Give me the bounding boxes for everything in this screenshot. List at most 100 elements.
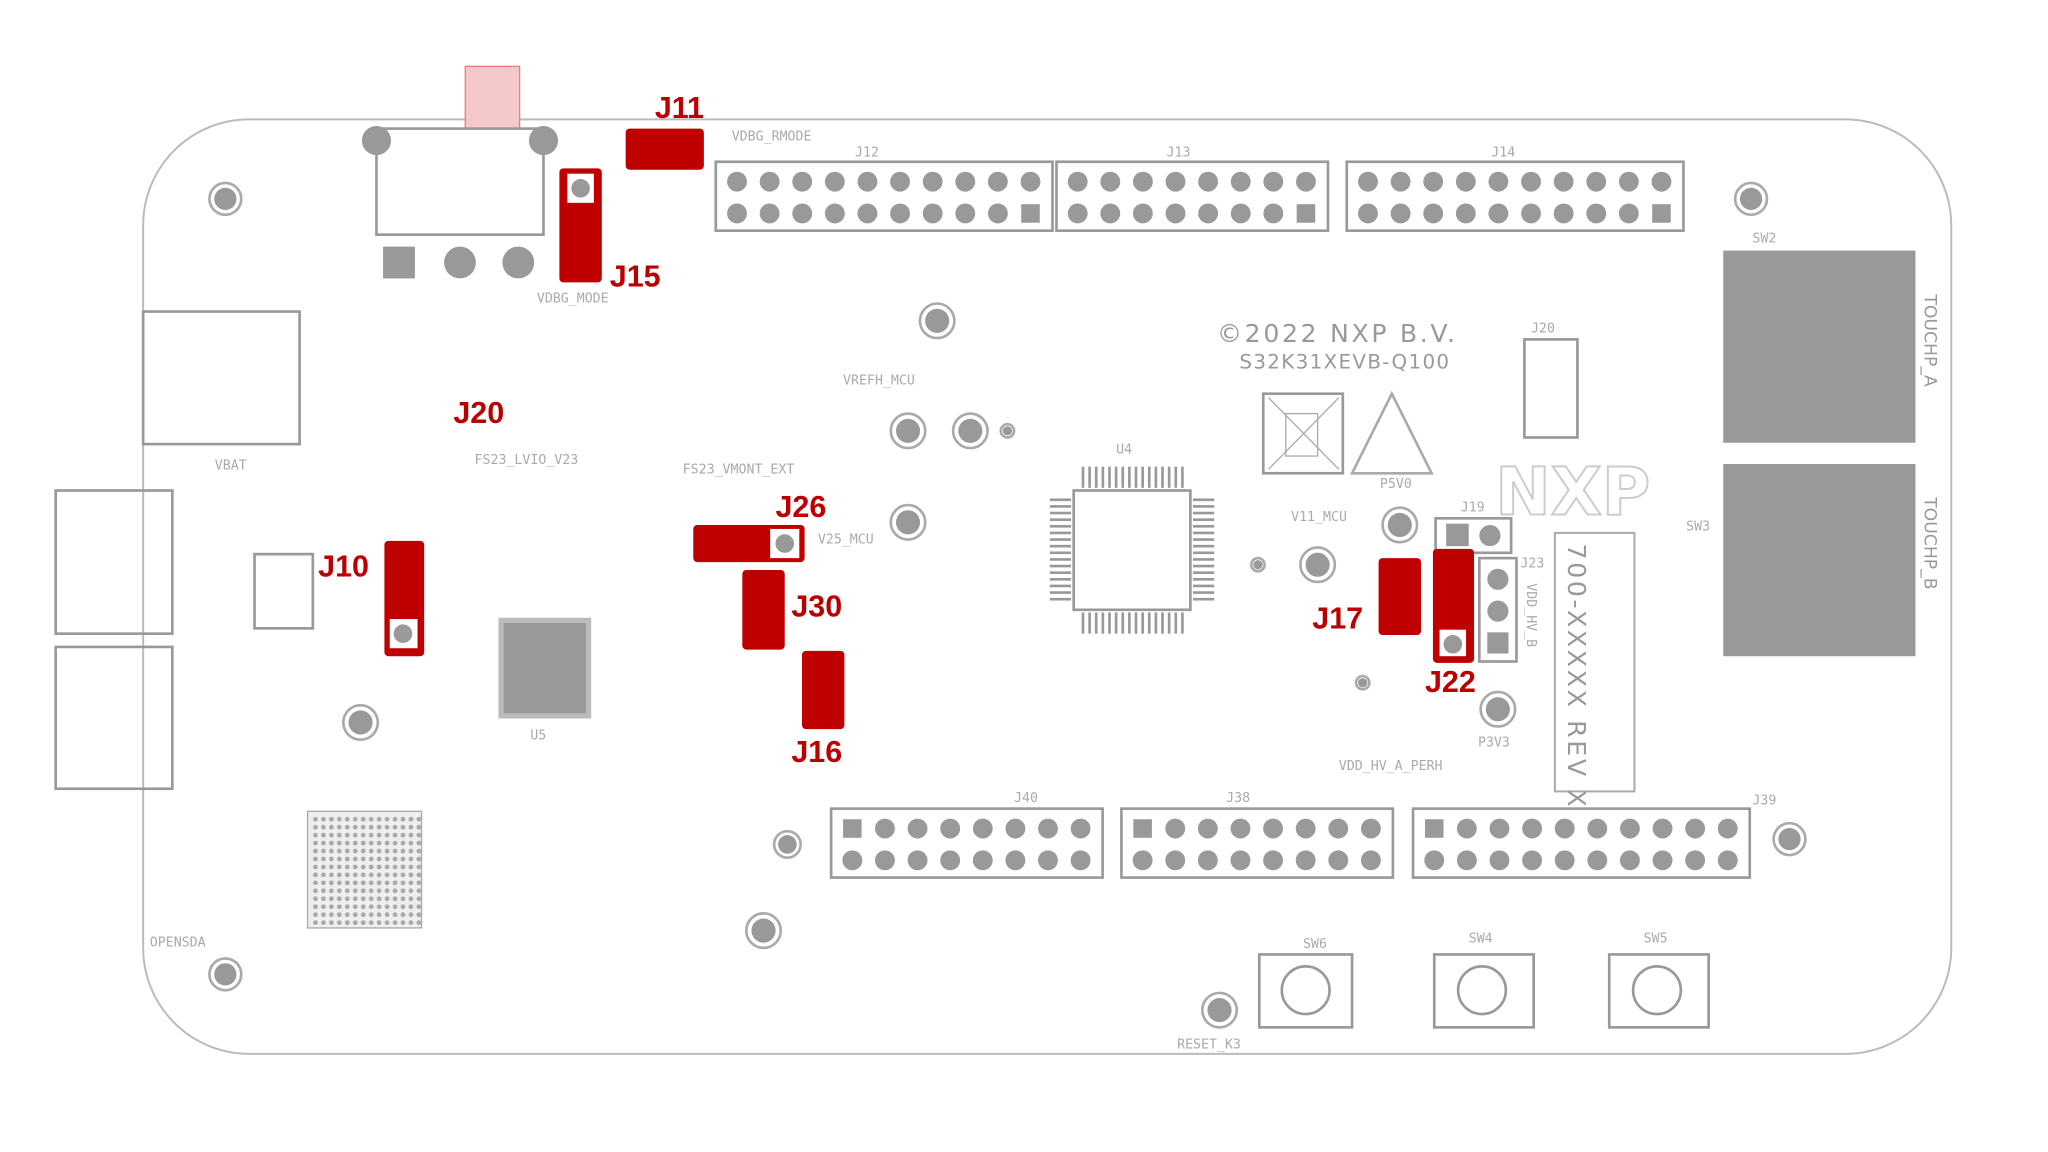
j13-header[interactable] bbox=[1055, 160, 1330, 233]
u4-label: U4 bbox=[1116, 442, 1132, 457]
bga-ball bbox=[313, 824, 318, 830]
jumper-j22[interactable] bbox=[1432, 548, 1475, 663]
header-pin bbox=[1717, 818, 1738, 839]
usb-connector[interactable] bbox=[141, 310, 301, 446]
bga-ball bbox=[408, 888, 414, 894]
jumper-j11[interactable] bbox=[625, 128, 704, 170]
header-pin bbox=[875, 850, 895, 871]
header-pin bbox=[1586, 171, 1607, 192]
header-pin bbox=[1521, 203, 1541, 224]
bga-ball bbox=[392, 832, 398, 838]
header-pin bbox=[1100, 171, 1121, 192]
header-pin bbox=[1652, 850, 1673, 871]
chip-pin bbox=[1049, 544, 1072, 548]
bga-ball bbox=[376, 920, 382, 926]
bga-ball bbox=[321, 864, 326, 870]
bga-ball bbox=[400, 920, 406, 926]
bga-ball bbox=[384, 872, 390, 878]
chip-pin bbox=[1134, 466, 1138, 488]
bga-ball bbox=[313, 912, 318, 918]
bga-ball bbox=[352, 896, 358, 902]
bga-ball bbox=[360, 848, 366, 854]
connector-j9-top[interactable] bbox=[54, 489, 174, 635]
header-pin bbox=[972, 850, 993, 871]
bga-ball bbox=[336, 856, 342, 862]
j40-header[interactable] bbox=[829, 807, 1104, 879]
sw6-label: SW6 bbox=[1303, 937, 1327, 952]
bga-ball bbox=[321, 912, 326, 918]
test-point bbox=[1354, 674, 1371, 691]
touch-pad-b[interactable] bbox=[1723, 463, 1916, 657]
jumper-j26[interactable] bbox=[693, 524, 805, 563]
chip-pin bbox=[1193, 571, 1215, 575]
header-pin bbox=[1197, 850, 1218, 871]
sw6-reset-button[interactable] bbox=[1257, 953, 1354, 1029]
header-pin bbox=[727, 171, 747, 192]
j20-header[interactable] bbox=[1523, 338, 1579, 439]
bga-ball bbox=[360, 872, 366, 878]
bga-ball bbox=[408, 904, 414, 910]
test-point bbox=[918, 302, 956, 340]
bga-ball bbox=[313, 864, 318, 870]
header-pin bbox=[1554, 850, 1575, 871]
bga-ball bbox=[368, 872, 374, 878]
jumper-j15[interactable] bbox=[559, 168, 602, 283]
chip-pin bbox=[1193, 511, 1215, 515]
bga-ball bbox=[352, 872, 358, 878]
bga-ball bbox=[344, 888, 350, 894]
bga-ball bbox=[336, 912, 342, 918]
bga-ball bbox=[352, 888, 358, 894]
bga-ball bbox=[416, 840, 422, 846]
bga-ball bbox=[360, 904, 366, 910]
bga-ball bbox=[344, 848, 350, 854]
header-pin bbox=[1328, 850, 1349, 871]
bga-ball bbox=[336, 848, 342, 854]
bga-ball bbox=[368, 864, 374, 870]
jumper-j16[interactable] bbox=[801, 650, 845, 730]
header-pin bbox=[1619, 850, 1640, 871]
j12-header[interactable] bbox=[714, 160, 1054, 233]
header-pin bbox=[1296, 171, 1316, 192]
bga-ball bbox=[360, 920, 366, 926]
header-pin bbox=[907, 850, 928, 871]
touch-pad-a[interactable] bbox=[1723, 250, 1916, 443]
bga-ball bbox=[392, 880, 398, 886]
j23-header[interactable] bbox=[1478, 556, 1518, 663]
bga-ball bbox=[416, 872, 422, 878]
bga-ball bbox=[344, 896, 350, 902]
header-pin bbox=[843, 819, 862, 838]
j39-header[interactable] bbox=[1411, 807, 1752, 879]
p5v0-label: P5V0 bbox=[1380, 477, 1412, 492]
test-point bbox=[208, 181, 243, 217]
header-pin bbox=[955, 171, 976, 192]
bga-ball bbox=[408, 896, 414, 902]
jumper-j30[interactable] bbox=[742, 570, 785, 650]
bga-ball bbox=[360, 840, 366, 846]
header-pin bbox=[792, 171, 813, 192]
bga-ball bbox=[400, 848, 406, 854]
header-pin bbox=[1070, 818, 1091, 839]
header-pin bbox=[1358, 171, 1378, 192]
j38-header[interactable] bbox=[1120, 807, 1395, 879]
bga-ball bbox=[329, 816, 334, 822]
header-pin bbox=[1070, 850, 1091, 871]
chip-pin bbox=[1081, 466, 1085, 488]
bga-ball bbox=[329, 888, 334, 894]
connector-j9-bottom[interactable] bbox=[54, 645, 174, 791]
bga-ball bbox=[321, 888, 326, 894]
bga-ball bbox=[352, 864, 358, 870]
chip-pin bbox=[1114, 466, 1118, 488]
bga-ball bbox=[376, 896, 382, 902]
bga-ball bbox=[321, 832, 326, 838]
u4-mcu bbox=[1072, 489, 1192, 612]
header-pin bbox=[1360, 818, 1381, 839]
sw5-button[interactable] bbox=[1607, 953, 1710, 1029]
bga-ball bbox=[352, 840, 358, 846]
j14-header[interactable] bbox=[1345, 160, 1685, 233]
bga-ball bbox=[313, 904, 318, 910]
chip-pin bbox=[1193, 591, 1215, 594]
header-pin bbox=[1522, 850, 1543, 871]
sw4-button[interactable] bbox=[1432, 953, 1536, 1029]
jumper-j17[interactable] bbox=[1378, 558, 1422, 635]
jumper-j10[interactable] bbox=[384, 540, 425, 657]
